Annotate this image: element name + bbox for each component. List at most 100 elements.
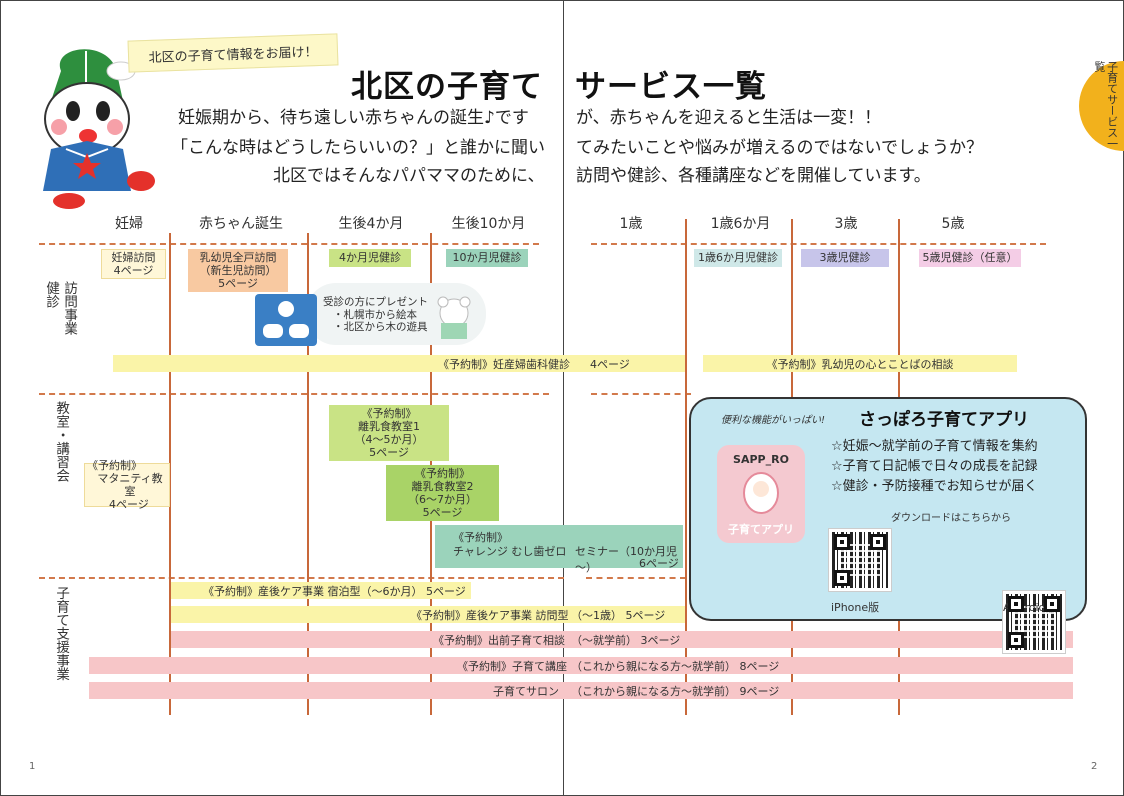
timeline-4m: [307, 233, 309, 715]
bar-kosodate-salon-note: （これから親になる方～就学前） 9ページ: [571, 684, 780, 698]
stage-ninpu: 妊婦: [115, 216, 143, 232]
box-cavity-age: セミナー（10か月児～）: [575, 545, 677, 574]
bar-prenatal-dental-label: 《予約制》妊産婦歯科健診: [438, 357, 570, 371]
box-weaning2-label: 離乳食教室2: [411, 479, 474, 493]
box-newborn-visit-label: 乳幼児全戸訪問: [199, 250, 277, 264]
app-name: さっぽろ子育てアプリ: [859, 410, 1029, 430]
present-line-2: ・札幌市から絵本: [333, 308, 417, 321]
stage-10m: 生後10か月: [451, 216, 526, 232]
app-feature-3: ☆健診・予防接種でお知らせが届く: [831, 479, 1038, 495]
app-feature-1: ☆妊娠～就学前の子育て情報を集約: [831, 439, 1038, 454]
bar-outreach-consult-label: 《予約制》出前子育て相談: [433, 633, 565, 647]
qr-code-android[interactable]: [1002, 590, 1066, 654]
box-weaning1-page: 5ページ: [369, 446, 409, 460]
box-pregnancy-visit-label: 妊婦訪問: [111, 250, 156, 264]
bar-kosodate-salon: 子育てサロン （これから親になる方～就学前） 9ページ: [89, 682, 1073, 699]
box-cavity-page: 6ページ: [639, 557, 679, 570]
bar-prenatal-dental-page: 4ページ: [590, 357, 630, 371]
bar-child-consult: 《予約制》乳幼児の心とことばの相談: [703, 355, 1017, 372]
box-pregnancy-visit: 妊婦訪問 4ページ: [101, 249, 166, 279]
intro-sticky-note: 北区の子育て情報をお届け！: [127, 33, 339, 73]
lead-left-3: 北区ではそんなパパママのために、: [273, 166, 545, 186]
qr-label-iphone: iPhone版: [831, 601, 880, 614]
box-newborn-visit-page: 5ページ: [218, 277, 258, 291]
box-pregnancy-visit-page: 4ページ: [113, 264, 154, 277]
app-icon-top-text: SAPP_RO: [733, 453, 789, 466]
bar-outreach-consult-note: （～就学前） 3ページ: [571, 633, 681, 647]
section-side-tab: 子育てサービス一覧: [1079, 61, 1124, 151]
gift-picture-book-image: [255, 294, 317, 346]
sapporo-app-card: 便利な機能がいっぱい! さっぽろ子育てアプリ SAPP_RO 子育てアプリ ☆妊…: [689, 397, 1087, 654]
lead-right-1: が、赤ちゃんを迎えると生活は一変！！: [576, 108, 882, 128]
bar-postpartum-stay-label: 《予約制》産後ケア事業 宿泊型（～6か月） 5ページ: [203, 584, 466, 598]
bar-postpartum-visit-note: （～1歳） 5ページ: [571, 608, 666, 622]
category-support: 子育て支援事業: [53, 586, 70, 681]
bar-postpartum-stay: 《予約制》産後ケア事業 宿泊型（～6か月） 5ページ: [171, 582, 471, 599]
row-divider-bottom-left: [39, 577, 564, 579]
stage-birth: 赤ちゃん誕生: [199, 216, 283, 232]
box-weaning-class-1: 《予約制》 離乳食教室1 （4～5か月） 5ページ: [329, 405, 449, 461]
box-weaning2-age: （6～7か月）: [408, 493, 477, 506]
bar-prenatal-dental: 《予約制》妊産婦歯科健診 4ページ: [113, 355, 685, 372]
present-line-3: ・北区から木の遊具: [333, 321, 428, 334]
timeline-1y: [685, 219, 687, 715]
page-title-right: サービス一覧: [575, 69, 767, 105]
box-cavity-tag: 《予約制》: [453, 531, 508, 544]
bar-postpartum-visit: 《予約制》産後ケア事業 訪問型 （～1歳） 5ページ: [171, 606, 685, 623]
page-number-right: 2: [1091, 761, 1098, 772]
bar-parenting-course: 《予約制》子育て講座 （これから親になる方～就学前） 8ページ: [89, 657, 1073, 674]
stage-18m: 1歳6か月: [710, 216, 771, 232]
stage-4m: 生後4か月: [338, 216, 404, 232]
box-maternity-page: 4ページ: [109, 498, 149, 512]
box-weaning-class-2: 《予約制》 離乳食教室2 （6～7か月） 5ページ: [386, 465, 499, 521]
bar-outreach-consult: 《予約制》出前子育て相談 （～就学前） 3ページ: [171, 631, 1073, 648]
category-visits: 訪問事業: [61, 281, 78, 335]
box-cavity-seminar: 《予約制》 チャレンジ むし歯ゼロ セミナー（10か月児～） 6ページ: [435, 525, 683, 574]
box-maternity-label: マタニティ教室: [97, 471, 163, 498]
box-weaning1-age: （4～5か月）: [354, 433, 424, 446]
lead-left-1: 妊娠期から、待ち遠しい赤ちゃんの誕生♪です: [178, 108, 529, 128]
box-weaning1-label: 離乳食教室1: [358, 419, 420, 433]
box-newborn-visit-sub: （新生児訪問）: [199, 263, 277, 277]
page-title-left: 北区の子育て: [351, 69, 543, 105]
page-number-left: 1: [29, 761, 36, 772]
app-download-label: ダウンロードはこちらから: [891, 513, 1011, 524]
timeline-birth: [169, 233, 171, 715]
bar-parenting-course-note: （これから親になる方～就学前） 8ページ: [571, 659, 780, 673]
present-text: 受診の方にプレゼント ・札幌市から絵本 ・北区から木の遊具: [323, 296, 428, 334]
box-weaning2-page: 5ページ: [422, 506, 463, 520]
box-18m-checkup: 1歳6か月児健診: [694, 249, 782, 267]
category-classes: 教室・講習会: [53, 401, 70, 482]
present-line-1: 受診の方にプレゼント: [323, 296, 428, 308]
box-maternity-class: 《予約制》 マタニティ教室 4ページ: [84, 459, 170, 511]
row-divider-top-left: [39, 243, 539, 245]
lead-left-2: 「こんな時はどうしたらいいの？」と誰かに聞い: [171, 138, 545, 158]
row-divider-mid-left: [39, 393, 549, 395]
bar-parenting-course-label: 《予約制》子育て講座: [457, 659, 567, 673]
lead-right-2: てみたいことや悩みが増えるのではないでしょうか？: [576, 138, 983, 158]
box-5y-checkup: 5歳児健診（任意）: [919, 249, 1021, 267]
box-newborn-visit: 乳幼児全戸訪問 （新生児訪問） 5ページ: [188, 249, 288, 292]
row-divider-top-right: [591, 243, 1046, 245]
row-divider-bottom-right: [586, 577, 686, 579]
category-health-checkups: 健診: [43, 281, 60, 308]
bar-postpartum-visit-label: 《予約制》産後ケア事業 訪問型: [411, 608, 569, 622]
stage-5y: 5歳: [941, 216, 965, 232]
app-tagline: 便利な機能がいっぱい!: [721, 415, 826, 426]
app-features: ☆妊娠～就学前の子育て情報を集約 ☆子育て日記帳で日々の成長を記録 ☆健診・予防…: [831, 437, 1038, 497]
lead-right-3: 訪問や健診、各種講座などを開催しています。: [576, 166, 931, 186]
box-weaning2-tag: 《予約制》: [415, 466, 470, 480]
box-maternity-tag: 《予約制》: [87, 458, 142, 472]
bear-reading-illustration: [437, 296, 471, 339]
row-divider-mid-right: [591, 393, 691, 395]
stage-1y: 1歳: [619, 216, 643, 232]
box-cavity-label: チャレンジ むし歯ゼロ: [453, 545, 567, 558]
box-4m-checkup: 4か月児健診: [329, 249, 411, 267]
mascot-character: [11, 49, 157, 209]
stage-3y: 3歳: [834, 216, 858, 232]
app-icon[interactable]: SAPP_RO 子育てアプリ: [717, 445, 805, 543]
qr-code-iphone[interactable]: [828, 528, 892, 592]
app-icon-bottom-text: 子育てアプリ: [728, 523, 794, 536]
bar-kosodate-salon-label: 子育てサロン: [493, 684, 559, 698]
